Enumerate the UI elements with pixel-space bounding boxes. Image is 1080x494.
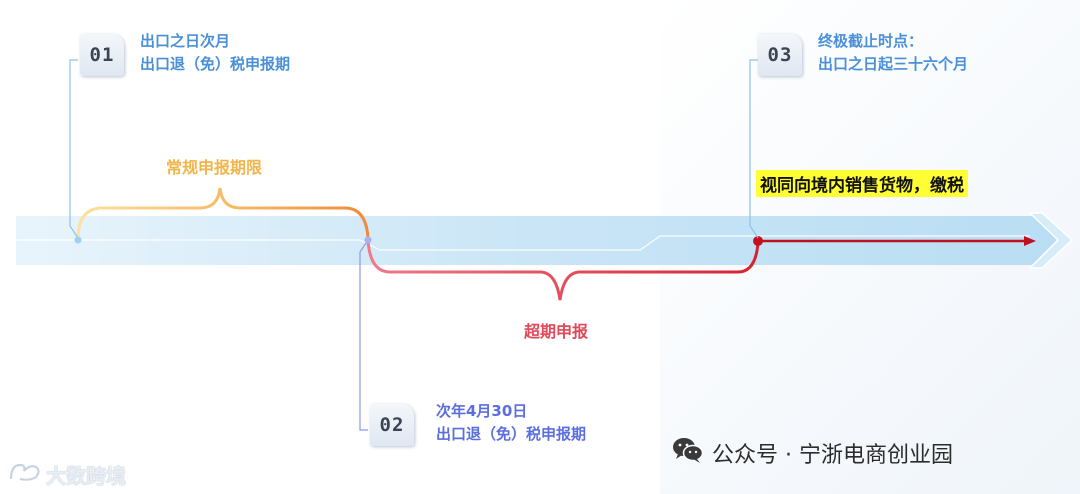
marker-01-badge: 01 <box>80 34 124 76</box>
marker-01-leader <box>69 59 79 239</box>
marker-03-leader <box>749 59 759 239</box>
marker-03-line2: 出口之日起三十六个月 <box>818 55 969 73</box>
marker-01-dot <box>74 236 82 244</box>
marker-03-label: 终极截止时点： 出口之日起三十六个月 <box>818 30 968 76</box>
marker-02-line1: 次年4月30日 <box>436 402 528 420</box>
marker-03-dot <box>753 236 763 246</box>
deemed-sale-highlight: 视同向境内销售货物，缴税 <box>756 170 968 197</box>
red-arrow-head <box>1024 236 1036 246</box>
timeline-inner-line <box>16 235 1030 251</box>
marker-01-line1: 出口之日次月 <box>140 32 231 50</box>
marker-02-line2: 出口退（免）税申报期 <box>436 425 587 443</box>
overdue-period-label: 超期申报 <box>524 322 589 341</box>
regular-brace <box>76 187 370 239</box>
wechat-account-footer: 公众号 · 宁浙电商创业园 <box>672 436 953 470</box>
marker-02-leader <box>359 239 369 431</box>
marker-02-dot <box>364 236 372 244</box>
watermark-left: 大数跨境 <box>8 460 126 489</box>
timeline-band-outline <box>1028 212 1074 269</box>
marker-03-badge: 03 <box>758 34 802 76</box>
watermark-left-text: 大数跨境 <box>46 464 126 488</box>
timeline-band <box>16 216 1068 265</box>
overdue-brace <box>366 239 760 301</box>
marker-02-badge: 02 <box>370 404 414 446</box>
wechat-icon <box>672 436 704 470</box>
marker-02-label: 次年4月30日 出口退（免）税申报期 <box>436 400 586 446</box>
brand-logo-icon <box>8 461 42 488</box>
wechat-account-name: 公众号 · 宁浙电商创业园 <box>712 443 953 468</box>
marker-01-line2: 出口退（免）税申报期 <box>140 55 291 73</box>
marker-01-label: 出口之日次月 出口退（免）税申报期 <box>140 30 290 76</box>
regular-period-label: 常规申报期限 <box>166 158 263 177</box>
marker-03-line1: 终极截止时点： <box>818 32 924 50</box>
